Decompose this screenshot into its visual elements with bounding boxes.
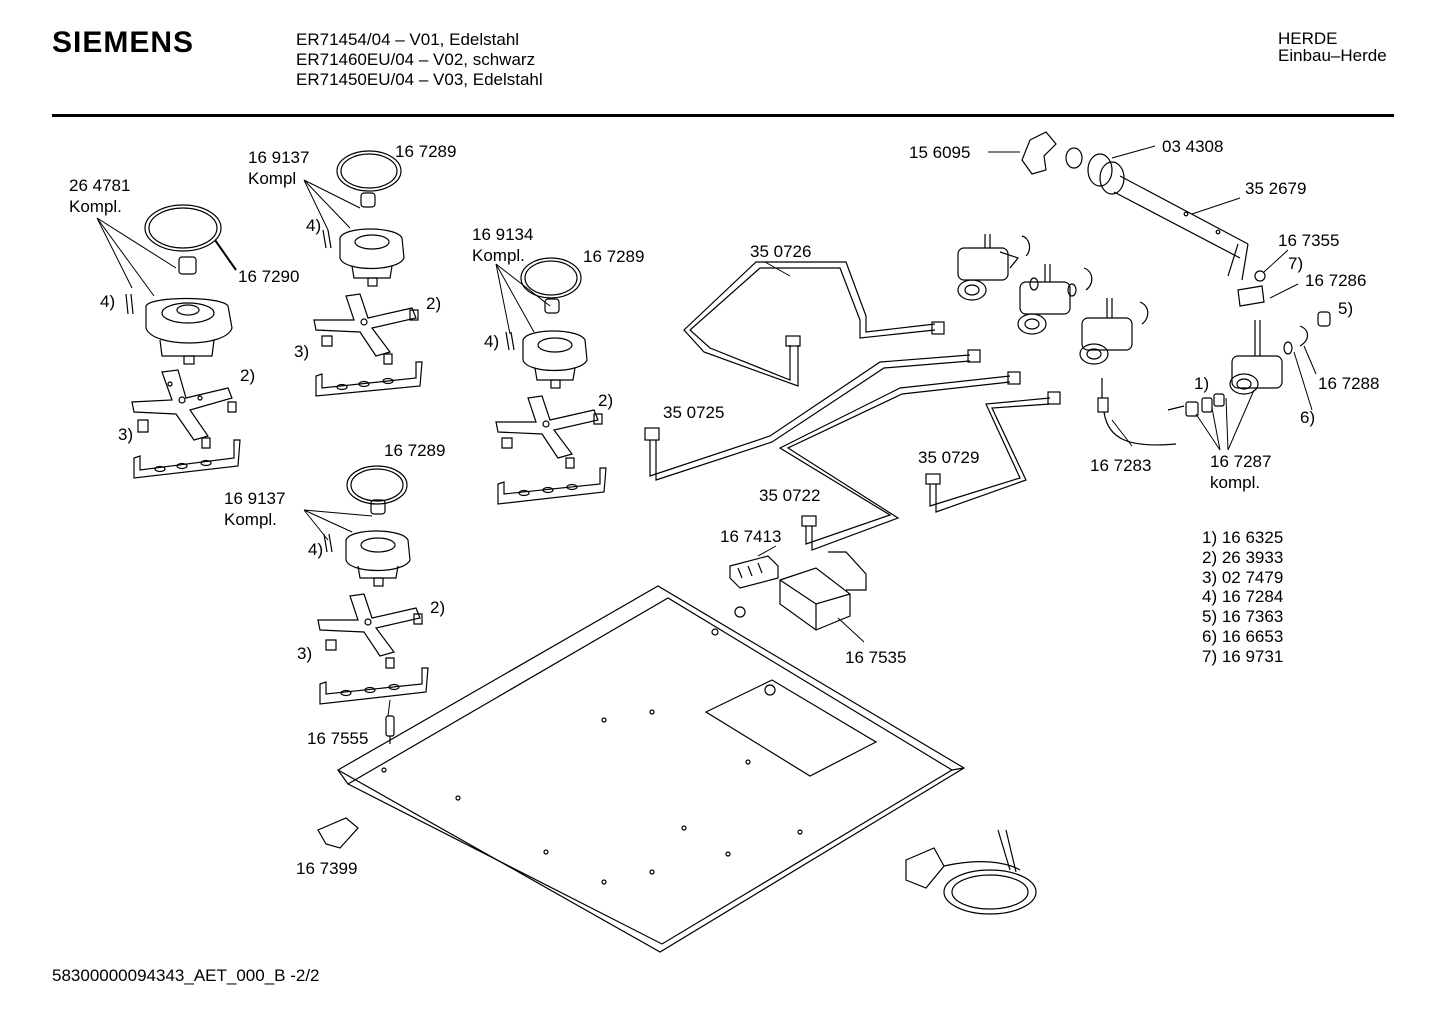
gas-tap-3 xyxy=(1079,298,1149,365)
label-167290: 16 7290 xyxy=(238,267,299,286)
label-169137-lower: 16 9137 xyxy=(224,489,285,508)
label-167355: 16 7355 xyxy=(1278,231,1339,250)
gas-tap-right xyxy=(1229,270,1331,395)
model-line: ER71454/04 – V01, Edelstahl xyxy=(296,30,520,49)
label-167289-lower: 16 7289 xyxy=(384,441,445,460)
document-id: 58300000094343_AET_000_B -2/2 xyxy=(52,966,320,985)
reference-legend: 1) 16 6325 2) 26 3933 3) 02 7479 4) 16 7… xyxy=(1202,528,1283,667)
ignition-switch-167413 xyxy=(729,555,779,589)
model-line: ER71460EU/04 – V02, schwarz xyxy=(296,50,536,69)
model-list: ER71454/04 – V01, Edelstahl ER71460EU/04… xyxy=(296,30,543,90)
label-167289-center: 16 7289 xyxy=(583,247,644,266)
bracket-left xyxy=(133,439,241,479)
ref-4-top: 4) xyxy=(306,216,321,235)
label-169137-top: 16 9137 xyxy=(248,148,309,167)
burner-medium-center xyxy=(505,257,588,389)
ref-7: 7) xyxy=(1288,254,1303,273)
ref-4-center: 4) xyxy=(484,332,499,351)
label-156095: 15 6095 xyxy=(909,143,970,162)
pan-support-lower xyxy=(317,593,423,669)
label-167289-top: 16 7289 xyxy=(395,142,456,161)
label-kompl-top: Kompl xyxy=(248,169,296,188)
cooktop-tray xyxy=(336,585,966,953)
brand-logo: SIEMENS xyxy=(52,26,195,59)
legend-item: 3) 02 7479 xyxy=(1202,567,1284,587)
category-subtitle: Einbau–Herde xyxy=(1278,46,1387,65)
ref-4-left: 4) xyxy=(100,292,115,311)
power-cord xyxy=(905,829,1037,915)
bracket-center xyxy=(497,467,607,505)
label-kompl-left: Kompl. xyxy=(69,197,122,216)
label-kompl-167287: kompl. xyxy=(1210,473,1260,492)
label-167286: 16 7286 xyxy=(1305,271,1366,290)
ref-1: 1) xyxy=(1194,374,1209,393)
pan-support-left xyxy=(131,369,237,449)
label-350729: 35 0729 xyxy=(918,448,979,467)
legend-item: 7) 16 9731 xyxy=(1202,646,1284,666)
ref-2-center: 2) xyxy=(598,391,613,410)
ref-3-top: 3) xyxy=(294,342,309,361)
pan-support-center xyxy=(495,395,603,469)
inlet-pipe-352679 xyxy=(1021,131,1249,281)
label-034308: 03 4308 xyxy=(1162,137,1223,156)
ref-4-lower: 4) xyxy=(308,540,323,559)
burner-medium-top xyxy=(322,150,405,287)
legend-item: 2) 26 3933 xyxy=(1202,547,1284,567)
label-350722: 35 0722 xyxy=(759,486,820,505)
label-167288: 16 7288 xyxy=(1318,374,1379,393)
ref-3-left: 3) xyxy=(118,425,133,444)
pan-support-top xyxy=(313,293,419,365)
ref-6: 6) xyxy=(1300,408,1315,427)
burner-medium-lower xyxy=(323,465,411,587)
part-labels: 15 6095 03 4308 35 2679 16 7355 7) 16 72… xyxy=(69,137,1379,878)
label-352679: 35 2679 xyxy=(1245,179,1306,198)
label-169134: 16 9134 xyxy=(472,225,533,244)
ref-5: 5) xyxy=(1338,299,1353,318)
spark-plug-167555 xyxy=(385,715,395,744)
bracket-top xyxy=(315,361,423,397)
ref-2-left: 2) xyxy=(240,366,255,385)
label-167399: 16 7399 xyxy=(296,859,357,878)
burner-large-left xyxy=(125,204,233,365)
ref-2-lower: 2) xyxy=(430,598,445,617)
category-block: HERDE Einbau–Herde xyxy=(1278,30,1387,64)
legend-item: 4) 16 7284 xyxy=(1202,587,1284,607)
clip-167399 xyxy=(317,817,359,849)
thermocouple-167283 xyxy=(1097,378,1177,446)
label-264781: 26 4781 xyxy=(69,176,130,195)
ref-2-top: 2) xyxy=(426,294,441,313)
gas-tap-1 xyxy=(957,234,1039,301)
category-title: HERDE xyxy=(1278,29,1338,48)
legend-item: 5) 16 7363 xyxy=(1202,607,1284,627)
label-167535: 16 7535 xyxy=(845,648,906,667)
leader-lines xyxy=(387,145,1317,717)
gas-pipe-350726 xyxy=(683,261,945,387)
legend-item: 6) 16 6653 xyxy=(1202,626,1284,646)
label-167413: 16 7413 xyxy=(720,527,781,546)
ref-3-lower: 3) xyxy=(297,644,312,663)
label-kompl-lower: Kompl. xyxy=(224,510,277,529)
label-kompl-center: Kompl. xyxy=(472,246,525,265)
label-167283: 16 7283 xyxy=(1090,456,1151,475)
bracket-lower xyxy=(319,667,429,705)
header-divider xyxy=(52,114,1394,117)
legend-item: 1) 16 6325 xyxy=(1202,528,1284,547)
gas-pipe-350722 xyxy=(778,371,1021,551)
label-167287: 16 7287 xyxy=(1210,452,1271,471)
gas-pipe-350729 xyxy=(925,391,1061,513)
label-350725: 35 0725 xyxy=(663,403,724,422)
injector-parts xyxy=(1167,393,1225,417)
label-167555: 16 7555 xyxy=(307,729,368,748)
ignition-module-167535 xyxy=(779,551,867,631)
gas-pipe-350725 xyxy=(644,349,981,481)
label-350726: 35 0726 xyxy=(750,242,811,261)
model-line: ER71450EU/04 – V03, Edelstahl xyxy=(296,70,543,89)
gas-tap-2 xyxy=(1017,264,1093,335)
